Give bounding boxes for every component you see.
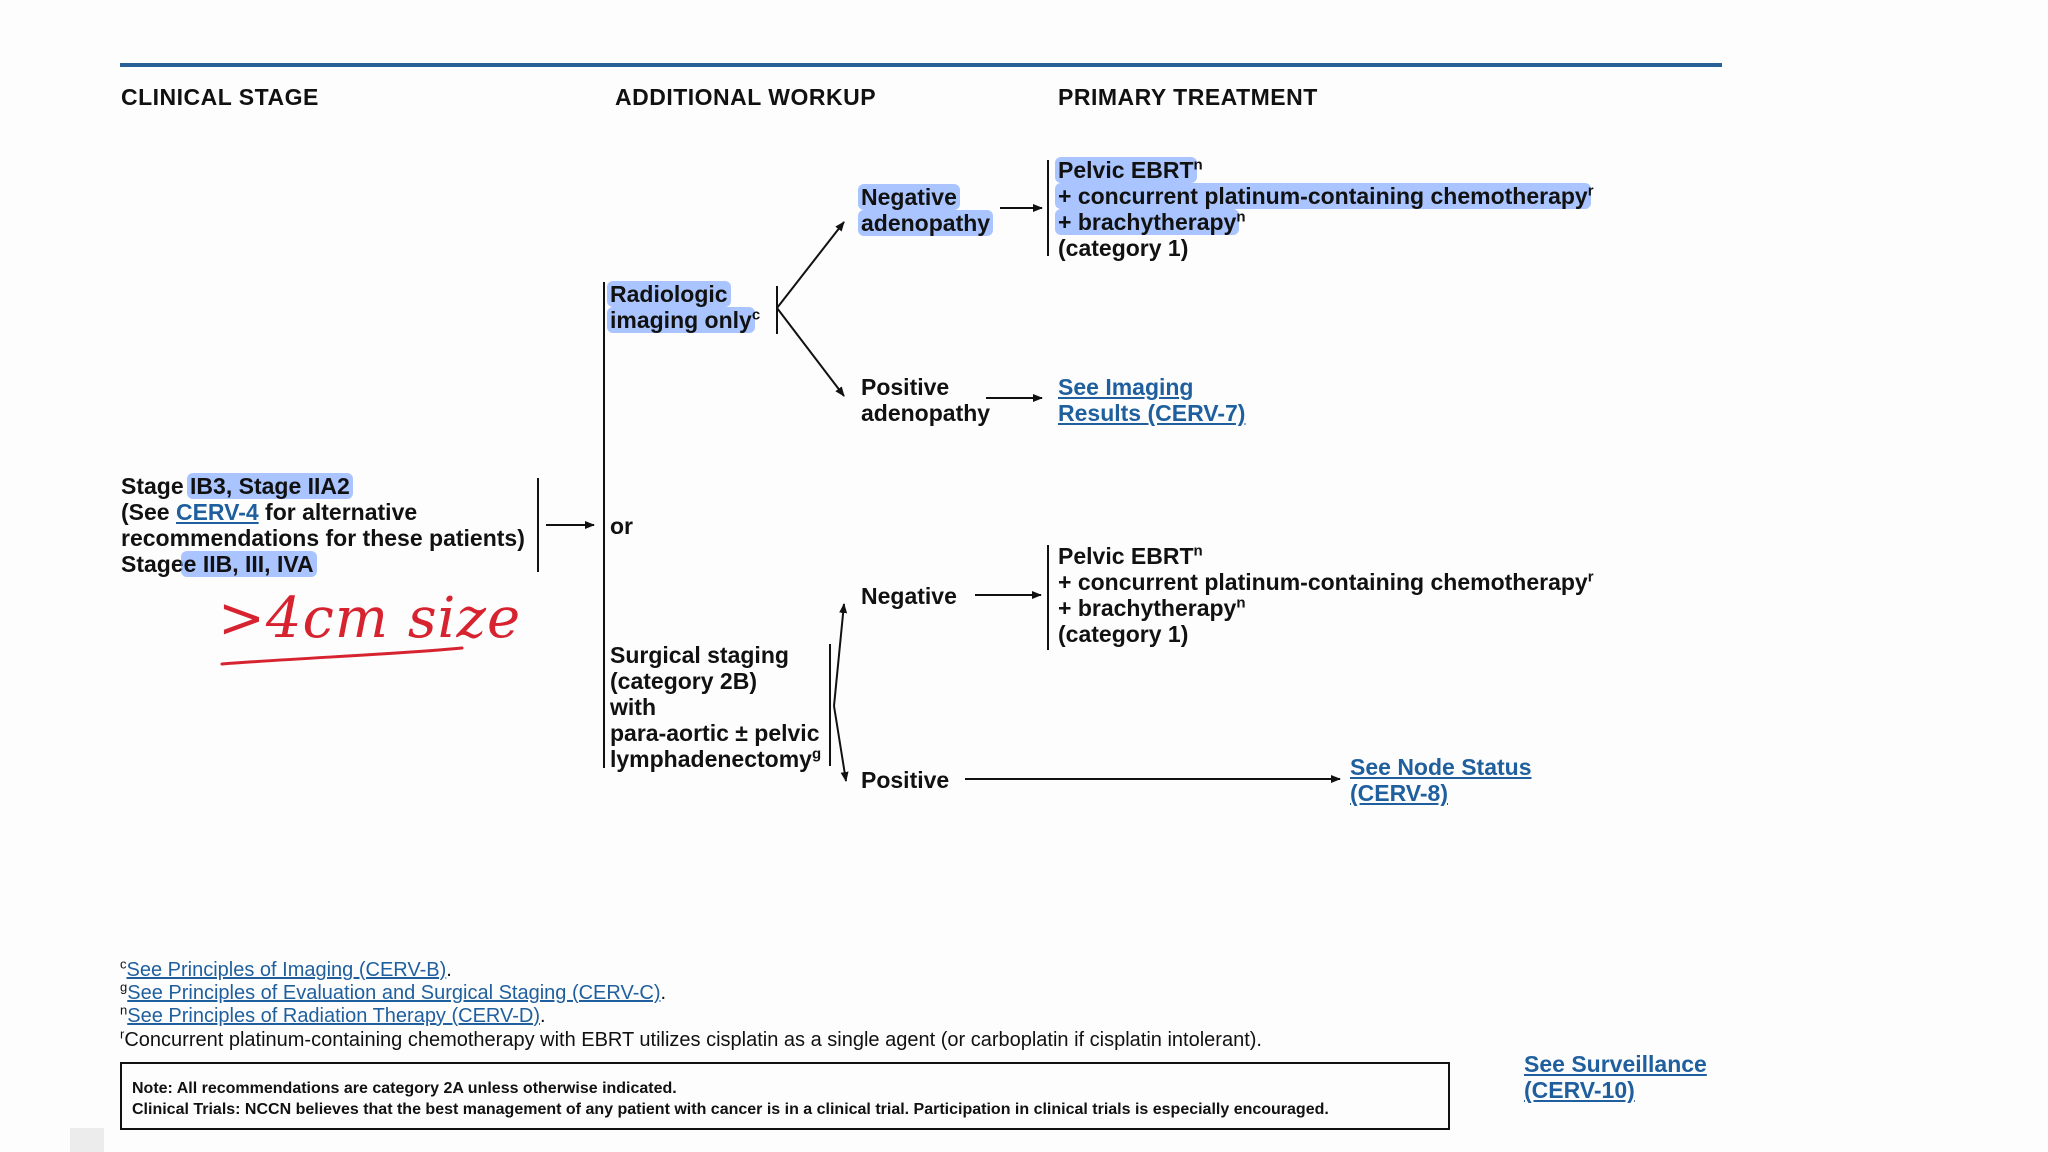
header-primary-treatment: PRIMARY TREATMENT <box>1058 84 1318 110</box>
footnote-r: rConcurrent platinum-containing chemothe… <box>120 1026 1262 1051</box>
positive-label: Positive <box>861 767 950 793</box>
treatment-b-line-1: Pelvic EBRTn <box>1058 542 1203 569</box>
arrow-to-negative-adenopathy <box>776 221 845 309</box>
footnote-c: cSee Principles of Imaging (CERV-B). <box>120 956 452 981</box>
principles-imaging-link[interactable]: See Principles of Imaging (CERV-B) <box>126 959 447 981</box>
arrow-to-positive <box>833 705 849 782</box>
header-clinical-stage: CLINICAL STAGE <box>121 84 319 110</box>
stage-line-2: (See CERV-4 for alternative <box>121 499 418 525</box>
arrow-to-negative <box>833 603 848 707</box>
negative-adenopathy-line-1: Negative <box>858 184 960 210</box>
radiologic-line-1: Radiologic <box>607 281 731 307</box>
radiologic-line-2: imaging onlyc <box>607 307 760 333</box>
cerv-4-link[interactable]: CERV-4 <box>175 499 259 525</box>
principles-surgical-staging-link[interactable]: See Principles of Evaluation and Surgica… <box>127 982 661 1004</box>
principles-radiation-link[interactable]: See Principles of Radiation Therapy (CER… <box>127 1005 541 1027</box>
note-line-2: Clinical Trials: NCCN believes that the … <box>132 1101 1329 1118</box>
surgical-line-2: (category 2B) <box>610 668 757 694</box>
see-surveillance-link-line-2[interactable]: (CERV-10) <box>1524 1077 1635 1103</box>
see-imaging-link[interactable]: See Imaging <box>1058 374 1194 400</box>
negative-adenopathy-line-2: adenopathy <box>858 210 994 236</box>
see-node-status-link-line-2[interactable]: (CERV-8) <box>1350 780 1448 806</box>
positive-adenopathy-line-1: Positive <box>861 374 950 400</box>
surgical-line-3: with <box>610 694 656 720</box>
positive-adenopathy-line-2: adenopathy <box>861 400 991 426</box>
surgical-line-1: Surgical staging <box>610 642 789 668</box>
treatment-a-line-2: + concurrent platinum-containing chemoth… <box>1055 183 1594 209</box>
highlight-mark: IB3, Stage IIA2 <box>187 473 353 499</box>
or-label: or <box>610 513 633 539</box>
treatment-b-line-4: (category 1) <box>1058 621 1189 647</box>
stage-line-1: Stage IB3, Stage IIA2 <box>121 473 353 499</box>
surgical-line-5: lymphadenectomyg <box>610 745 822 772</box>
note-line-1: Note: All recommendations are category 2… <box>132 1080 677 1097</box>
footnote-g: gSee Principles of Evaluation and Surgic… <box>120 979 667 1004</box>
treatment-b-line-2: + concurrent platinum-containing chemoth… <box>1058 568 1594 595</box>
handwritten-note: >4cm size <box>218 586 522 651</box>
highlight-mark: e IIB, III, IVA <box>180 551 317 577</box>
see-imaging-link-line-2[interactable]: Results (CERV-7) <box>1058 400 1246 426</box>
treatment-a-line-3: + brachytherapyn <box>1055 209 1246 235</box>
header-additional-workup: ADDITIONAL WORKUP <box>615 84 877 110</box>
stage-line-3: recommendations for these patients) <box>121 525 525 551</box>
stage-line-4: Stagee IIB, III, IVA <box>121 551 317 577</box>
page-number-chip <box>70 1128 104 1152</box>
treatment-a-line-4: (category 1) <box>1058 235 1189 261</box>
footnote-n: nSee Principles of Radiation Therapy (CE… <box>120 1002 546 1027</box>
see-node-status-link[interactable]: See Node Status <box>1350 754 1532 780</box>
see-surveillance-link[interactable]: See Surveillance <box>1524 1051 1707 1077</box>
note-box: Note: All recommendations are category 2… <box>120 1062 1450 1130</box>
treatment-b-line-3: + brachytherapyn <box>1058 594 1246 621</box>
treatment-a-line-1: Pelvic EBRTn <box>1055 157 1203 183</box>
surgical-line-4: para-aortic ± pelvic <box>610 720 820 746</box>
negative-label: Negative <box>861 583 957 609</box>
handwritten-underline <box>220 646 464 666</box>
arrow-to-positive-adenopathy <box>776 307 845 397</box>
